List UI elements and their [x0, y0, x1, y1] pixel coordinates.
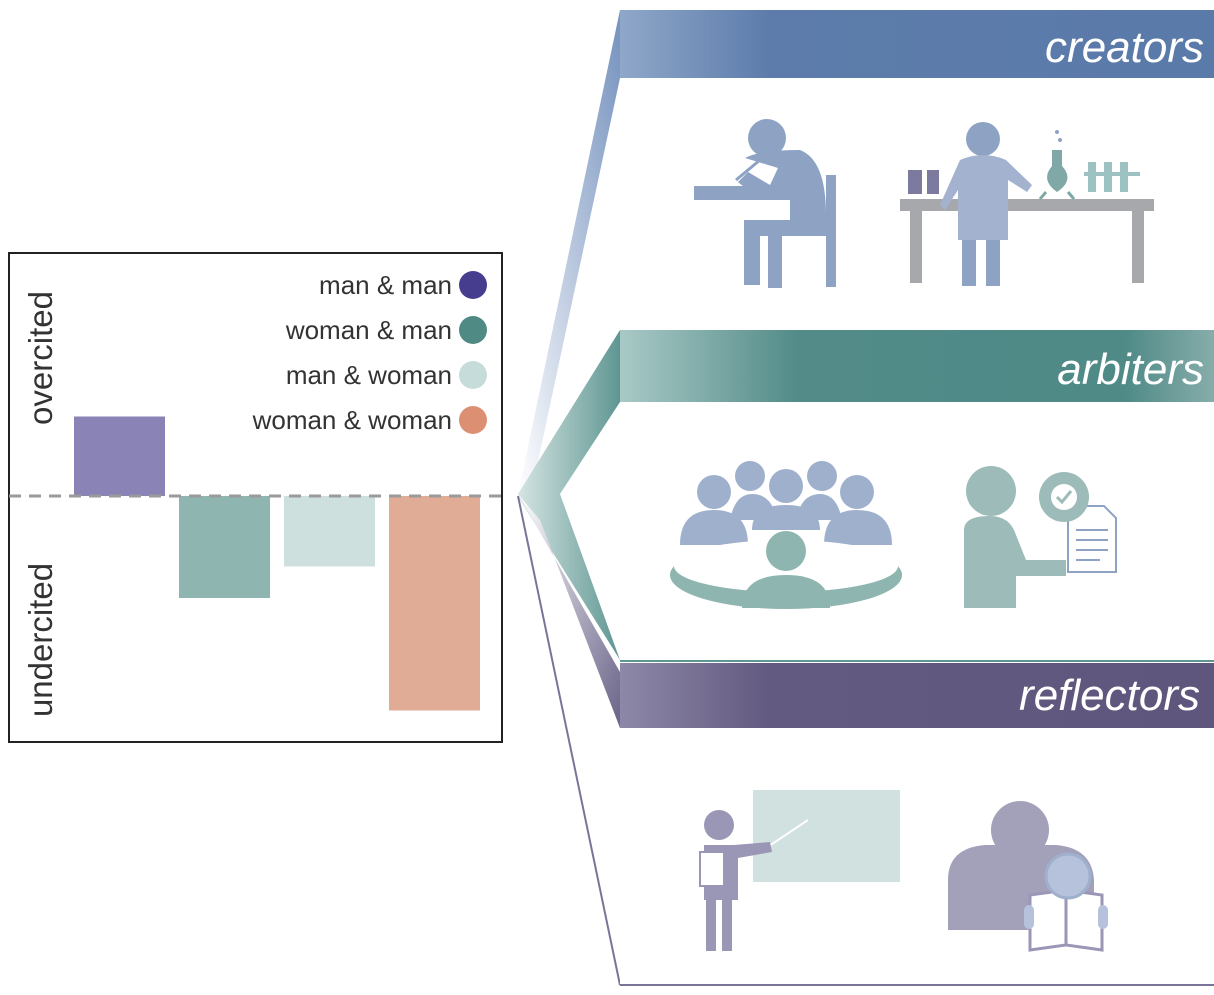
- person-reading-magnifier-icon: [948, 801, 1108, 952]
- legend-label: woman & woman: [252, 405, 452, 435]
- legend-label: man & woman: [286, 360, 452, 390]
- person-with-certificate-icon: [964, 466, 1117, 608]
- legend-dot: [459, 316, 487, 344]
- y-label-undercited: undercited: [22, 563, 59, 717]
- fan-connector: [517, 10, 630, 986]
- legend-label: woman & man: [285, 315, 452, 345]
- arbiters-banner: [620, 330, 1214, 402]
- chart-legend: man & man woman & man man & woman woman & w…: [252, 270, 487, 435]
- bar-woman-and-woman: [389, 496, 480, 711]
- bar-woman-and-man: [179, 496, 270, 598]
- reflectors-banner: [620, 663, 1214, 728]
- y-label-overcited: overcited: [22, 291, 59, 425]
- creators-label: creators: [1045, 23, 1204, 72]
- panel-creators: creators: [620, 10, 1214, 330]
- legend-dot: [459, 271, 487, 299]
- legend-dot: [459, 361, 487, 389]
- teacher-at-board-icon: [699, 790, 900, 951]
- panel-arbiters: arbiters: [620, 330, 1214, 662]
- fan-creators: [518, 10, 630, 494]
- panel-reflectors: reflectors: [620, 663, 1214, 986]
- committee-roundtable-icon: [670, 461, 902, 609]
- fan-edge-bottom: [517, 495, 621, 986]
- bar-man-and-man: [74, 416, 165, 496]
- reflectors-label: reflectors: [1019, 671, 1200, 720]
- citation-chart: overcited undercited man & man woman & ma…: [8, 252, 503, 743]
- scientist-in-lab-icon: [900, 122, 1154, 286]
- chart-bars: [74, 416, 480, 711]
- legend-dot: [459, 406, 487, 434]
- arbiters-label: arbiters: [1057, 345, 1204, 394]
- fan-arbiters: [518, 330, 620, 660]
- legend-label: man & man: [319, 270, 452, 300]
- creators-banner: [620, 10, 1214, 78]
- person-writing-at-desk-icon: [694, 119, 836, 288]
- bar-man-and-woman: [284, 496, 375, 567]
